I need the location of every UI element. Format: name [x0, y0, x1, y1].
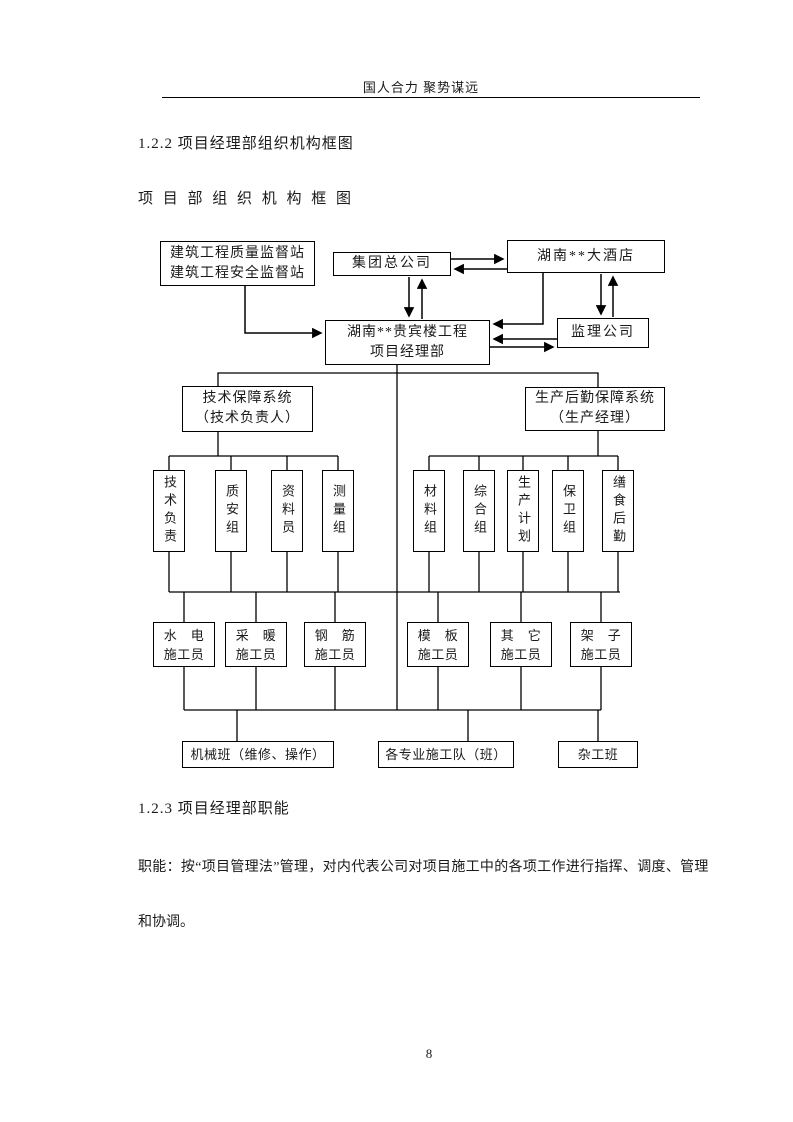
- box-other-l2: 施工员: [500, 646, 542, 662]
- box-quality-safety-station: 建筑工程质量监督站 建筑工程安全监督站: [160, 241, 315, 286]
- box-general-group: 综合组: [463, 470, 495, 552]
- section-1-2-2-title: 1.2.2 项目经理部组织机构框图: [138, 136, 354, 152]
- box-plumbing-electric-l1: 水 电: [163, 627, 205, 643]
- org-chart-caption: 项 目 部 组 织 机 构 框 图: [138, 191, 355, 207]
- box-other-l1: 其 它: [500, 627, 542, 643]
- box-project-dept-line2: 项目经理部: [370, 344, 445, 360]
- box-tech-leader-label: 技术负责: [162, 475, 177, 547]
- box-quality-safety-group: 质安组: [215, 470, 247, 552]
- box-formwork-l2: 施工员: [417, 646, 459, 662]
- box-machinery-team-label: 机械班（维修、操作）: [190, 747, 326, 762]
- box-survey-group: 测量组: [322, 470, 354, 552]
- box-hotel-label: 湖南**大酒店: [537, 248, 635, 264]
- box-supervision-company-label: 监理公司: [571, 325, 635, 340]
- box-quality-station-line1: 建筑工程质量监督站: [170, 245, 305, 261]
- box-tech-leader: 技术负责: [153, 470, 185, 552]
- box-specialty-crews-label: 各专业施工队（班）: [385, 747, 507, 762]
- box-security-group: 保卫组: [552, 470, 584, 552]
- box-production-plan: 生产计划: [507, 470, 539, 552]
- section-1-2-3-paragraph-line1: 职能：按“项目管理法”管理，对内代表公司对项目施工中的各项工作进行指挥、调度、管…: [138, 860, 709, 875]
- box-other-constructor: 其 它 施工员: [490, 622, 552, 667]
- box-survey-group-label: 测量组: [331, 484, 346, 538]
- section-1-2-3-paragraph-line2: 和协调。: [138, 915, 194, 930]
- box-quality-safety-group-label: 质安组: [224, 484, 239, 538]
- box-heating-constructor: 采 暖 施工员: [225, 622, 287, 667]
- box-quality-station-line2: 建筑工程安全监督站: [170, 265, 305, 281]
- box-scaffold-l2: 施工员: [580, 646, 622, 662]
- page-header-motto: 国人合力 聚势谋远: [362, 80, 480, 95]
- box-formwork-l1: 模 板: [417, 627, 459, 643]
- box-project-dept: 湖南**贵宾楼工程 项目经理部: [325, 320, 490, 365]
- box-rebar-l1: 钢 筋: [314, 627, 356, 643]
- box-labor-team: 杂工班: [558, 741, 638, 768]
- box-labor-team-label: 杂工班: [577, 747, 619, 762]
- header-rule: [162, 97, 700, 98]
- box-supervision-company: 监理公司: [557, 318, 649, 348]
- box-scaffold-constructor: 架 子 施工员: [570, 622, 632, 667]
- box-heating-l1: 采 暖: [235, 627, 277, 643]
- box-general-group-label: 综合组: [472, 484, 487, 538]
- box-production-plan-label: 生产计划: [516, 475, 531, 547]
- box-tech-system: 技术保障系统 （技术负责人）: [182, 386, 313, 432]
- box-tech-system-line1: 技术保障系统: [202, 391, 293, 406]
- box-formwork-constructor: 模 板 施工员: [407, 622, 469, 667]
- box-heating-l2: 施工员: [235, 646, 277, 662]
- box-material-group-label: 材料组: [422, 484, 437, 538]
- box-scaffold-l1: 架 子: [580, 627, 622, 643]
- box-project-dept-line1: 湖南**贵宾楼工程: [347, 324, 468, 340]
- box-machinery-team: 机械班（维修、操作）: [182, 741, 334, 768]
- box-rebar-constructor: 钢 筋 施工员: [304, 622, 366, 667]
- box-document-clerk-label: 资料员: [280, 484, 295, 538]
- section-1-2-3-title: 1.2.3 项目经理部职能: [138, 801, 290, 817]
- box-catering-logistics-label: 缮食后勤: [611, 475, 626, 547]
- box-specialty-crews: 各专业施工队（班）: [378, 741, 514, 768]
- page-number: 8: [425, 1046, 433, 1061]
- box-rebar-l2: 施工员: [314, 646, 356, 662]
- box-catering-logistics: 缮食后勤: [602, 470, 634, 552]
- box-group-company-label: 集团总公司: [352, 256, 432, 271]
- box-hotel: 湖南**大酒店: [507, 240, 665, 273]
- box-plumbing-electric-constructor: 水 电 施工员: [153, 622, 215, 667]
- box-material-group: 材料组: [413, 470, 445, 552]
- box-logistics-system-line1: 生产后勤保障系统: [535, 391, 655, 406]
- box-logistics-system: 生产后勤保障系统 （生产经理）: [525, 387, 665, 431]
- box-tech-system-line2: （技术负责人）: [195, 411, 300, 426]
- box-plumbing-electric-l2: 施工员: [163, 646, 205, 662]
- box-group-company: 集团总公司: [333, 252, 451, 276]
- box-document-clerk: 资料员: [271, 470, 303, 552]
- box-security-group-label: 保卫组: [561, 484, 576, 538]
- box-logistics-system-line2: （生产经理）: [550, 411, 640, 426]
